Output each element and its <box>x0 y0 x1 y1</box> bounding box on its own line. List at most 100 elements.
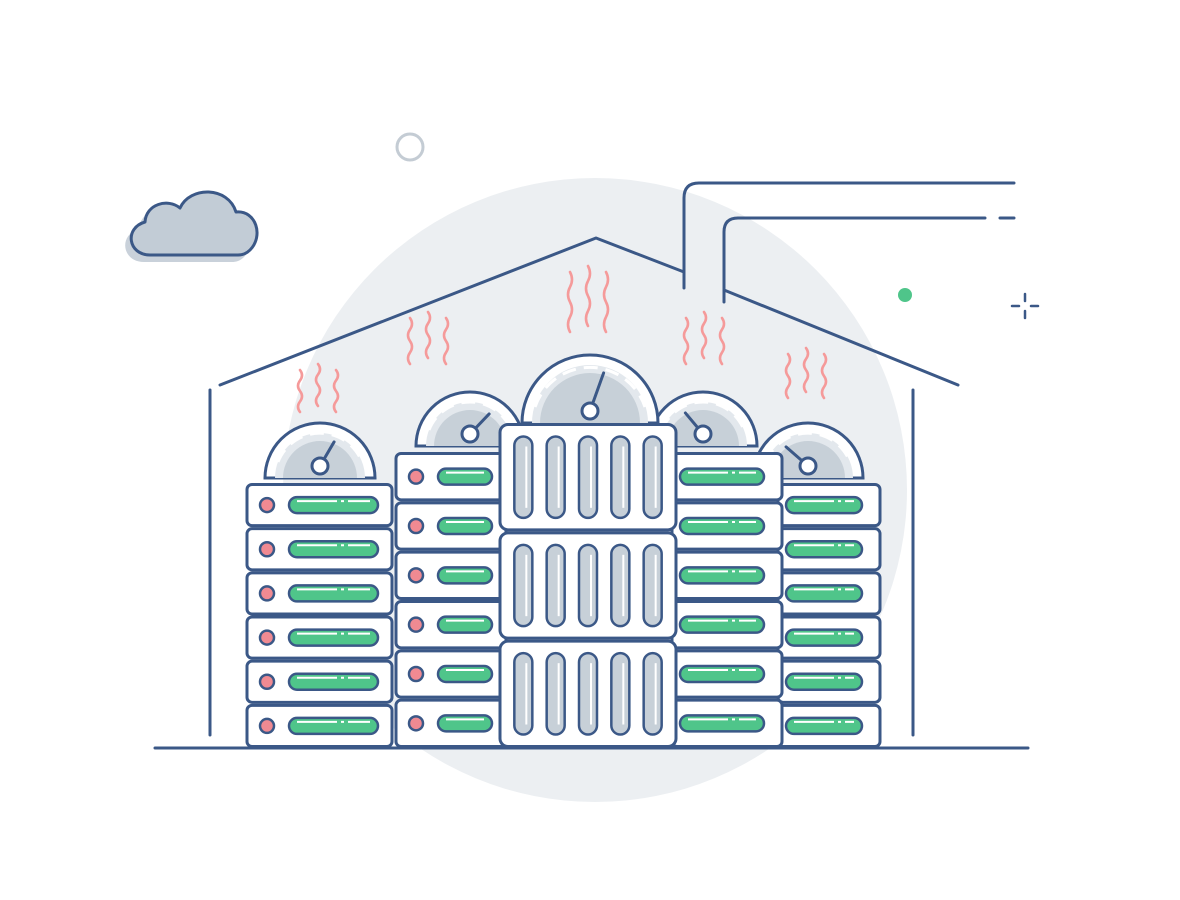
gauge-hub <box>460 424 480 444</box>
roof-right <box>722 288 960 387</box>
gauge-face <box>540 373 640 423</box>
vent-slot <box>610 435 631 520</box>
gauge-hub <box>580 401 600 421</box>
server-unit <box>670 501 784 551</box>
cooling-unit <box>498 639 678 749</box>
server-unit <box>670 649 784 699</box>
vent-slot <box>642 543 663 628</box>
server-unit <box>245 571 394 616</box>
gauge-icon <box>263 421 377 480</box>
capacity-bar <box>678 467 766 486</box>
gauge-icon <box>414 390 526 448</box>
pipe-outer <box>682 181 1016 290</box>
status-led <box>258 629 276 646</box>
heat-wave <box>332 368 340 414</box>
capacity-bar <box>287 628 380 647</box>
heat-wave <box>700 310 708 360</box>
capacity-bar <box>678 615 766 634</box>
roof-left <box>218 236 686 387</box>
server-unit <box>670 600 784 650</box>
heat-wave-group <box>296 362 340 414</box>
status-led <box>258 496 276 514</box>
heat-wave <box>602 270 610 334</box>
heat-wave-group <box>566 264 610 334</box>
server-unit <box>245 615 394 660</box>
server-unit <box>245 527 394 572</box>
capacity-bar <box>784 628 864 647</box>
cooling-unit <box>498 423 678 532</box>
vent-slot <box>513 543 534 628</box>
capacity-bar <box>436 615 494 634</box>
sparkle-icon <box>1010 292 1040 320</box>
server-unit <box>776 483 882 528</box>
green-dot-icon <box>898 288 912 302</box>
vent-slot <box>610 543 631 628</box>
server-unit <box>394 501 508 551</box>
tower-right-inner <box>647 390 784 749</box>
heat-waves <box>296 264 828 414</box>
cloud-body <box>129 190 259 257</box>
tower-left-outer <box>245 421 394 748</box>
gauge-hub <box>798 456 818 476</box>
heat-wave <box>682 316 690 366</box>
server-unit <box>776 571 882 616</box>
capacity-bar <box>678 664 766 684</box>
heat-wave <box>784 352 792 400</box>
heat-wave <box>314 362 322 408</box>
capacity-bar <box>436 714 494 733</box>
server-unit <box>245 659 394 704</box>
capacity-bar <box>784 495 864 515</box>
building-outline <box>208 181 1016 737</box>
capacity-bar <box>436 566 494 585</box>
vent-slot <box>545 543 566 628</box>
capacity-bar <box>784 672 864 691</box>
heat-wave <box>566 270 574 334</box>
heat-wave-group <box>784 346 828 400</box>
status-led <box>407 517 425 535</box>
gauge-scale <box>764 431 852 463</box>
status-led <box>258 673 276 690</box>
server-unit <box>670 698 784 749</box>
vent-slot <box>577 651 599 736</box>
tower-right-outer <box>751 421 882 748</box>
status-led <box>407 616 425 633</box>
server-unit <box>394 649 508 699</box>
vent-slot <box>577 435 599 520</box>
capacity-bar <box>784 584 864 603</box>
server-towers <box>245 353 882 749</box>
status-led <box>407 665 425 683</box>
tower-center <box>498 353 678 749</box>
gauge-scale <box>276 431 364 463</box>
vent-slot <box>545 651 566 736</box>
cooling-unit <box>498 531 678 640</box>
server-unit <box>245 483 394 528</box>
pipe-inner <box>722 216 987 304</box>
cloud-icon <box>125 190 259 262</box>
capacity-bar <box>287 672 380 691</box>
vent-slot <box>577 543 599 628</box>
gauge-scale <box>660 400 746 431</box>
capacity-bar <box>287 495 380 515</box>
status-led <box>258 541 276 558</box>
server-unit <box>776 659 882 704</box>
server-unit <box>394 600 508 650</box>
capacity-bar <box>287 716 380 736</box>
gauge-scale <box>533 365 647 408</box>
tower-left-inner <box>394 390 526 749</box>
heat-wave <box>442 316 450 366</box>
server-unit <box>776 615 882 660</box>
heat-wave <box>718 316 726 366</box>
server-unit <box>776 703 882 748</box>
status-led <box>407 567 425 584</box>
vent-slot <box>513 651 534 736</box>
status-led <box>258 717 276 735</box>
capacity-bar <box>436 664 494 684</box>
server-unit <box>245 703 394 748</box>
ring-icon <box>395 132 425 162</box>
vent-slot <box>642 435 663 520</box>
vent-slot <box>642 651 663 736</box>
capacity-bar <box>287 584 380 603</box>
heat-wave <box>406 316 414 366</box>
heat-wave <box>584 264 592 328</box>
gauge-hub <box>310 456 330 476</box>
